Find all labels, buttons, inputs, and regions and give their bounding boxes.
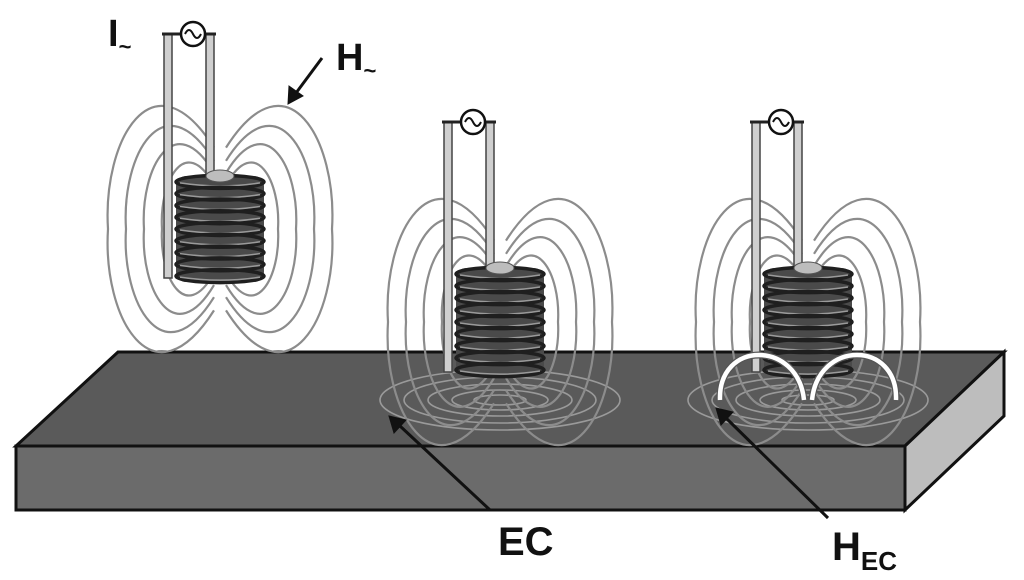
coil-turn <box>762 361 854 379</box>
lead-wire-right <box>205 33 215 187</box>
coil-icon <box>174 169 266 285</box>
coil-core-top <box>205 169 235 183</box>
coil-probe-2 <box>379 108 621 446</box>
lead-wire-left <box>443 121 453 373</box>
eddy-current-label: EC <box>498 520 554 564</box>
field-arrow <box>287 57 324 105</box>
current-label: I~ <box>108 13 132 59</box>
ec-arrow <box>388 415 492 512</box>
coil-turn <box>454 361 546 379</box>
lead-wire-right <box>485 121 495 279</box>
lead-wires <box>442 120 496 373</box>
coil-probe-1 <box>106 20 334 353</box>
plate-front-face <box>14 444 907 512</box>
coil-probe-3 <box>687 108 929 446</box>
eddy-field-arcs <box>716 351 900 401</box>
coil-turn <box>174 267 266 285</box>
hec-arrow <box>715 407 830 520</box>
eddy-field-label: HEC <box>832 525 897 576</box>
plate-side-face <box>903 348 1006 514</box>
coil-icon <box>762 261 854 379</box>
pointer-arrows <box>287 57 830 520</box>
labels: I~ H~ EC HEC <box>108 13 897 576</box>
lead-wire-right <box>793 121 803 279</box>
coil-core-top <box>793 261 823 275</box>
ac-source-icon <box>459 108 487 136</box>
lead-wire-left <box>751 121 761 373</box>
ac-source-icon <box>179 20 207 48</box>
coil-highlight <box>179 276 261 281</box>
coil-core-top <box>485 261 515 275</box>
metal-plate <box>12 348 1008 514</box>
ac-source-icon <box>767 108 795 136</box>
coil-icon <box>454 261 546 379</box>
field-label: H~ <box>336 37 376 83</box>
coil-highlight <box>767 370 849 375</box>
magnetic-field-lines <box>386 198 614 446</box>
coil-highlight <box>459 370 541 375</box>
lead-wire-left <box>163 33 173 279</box>
